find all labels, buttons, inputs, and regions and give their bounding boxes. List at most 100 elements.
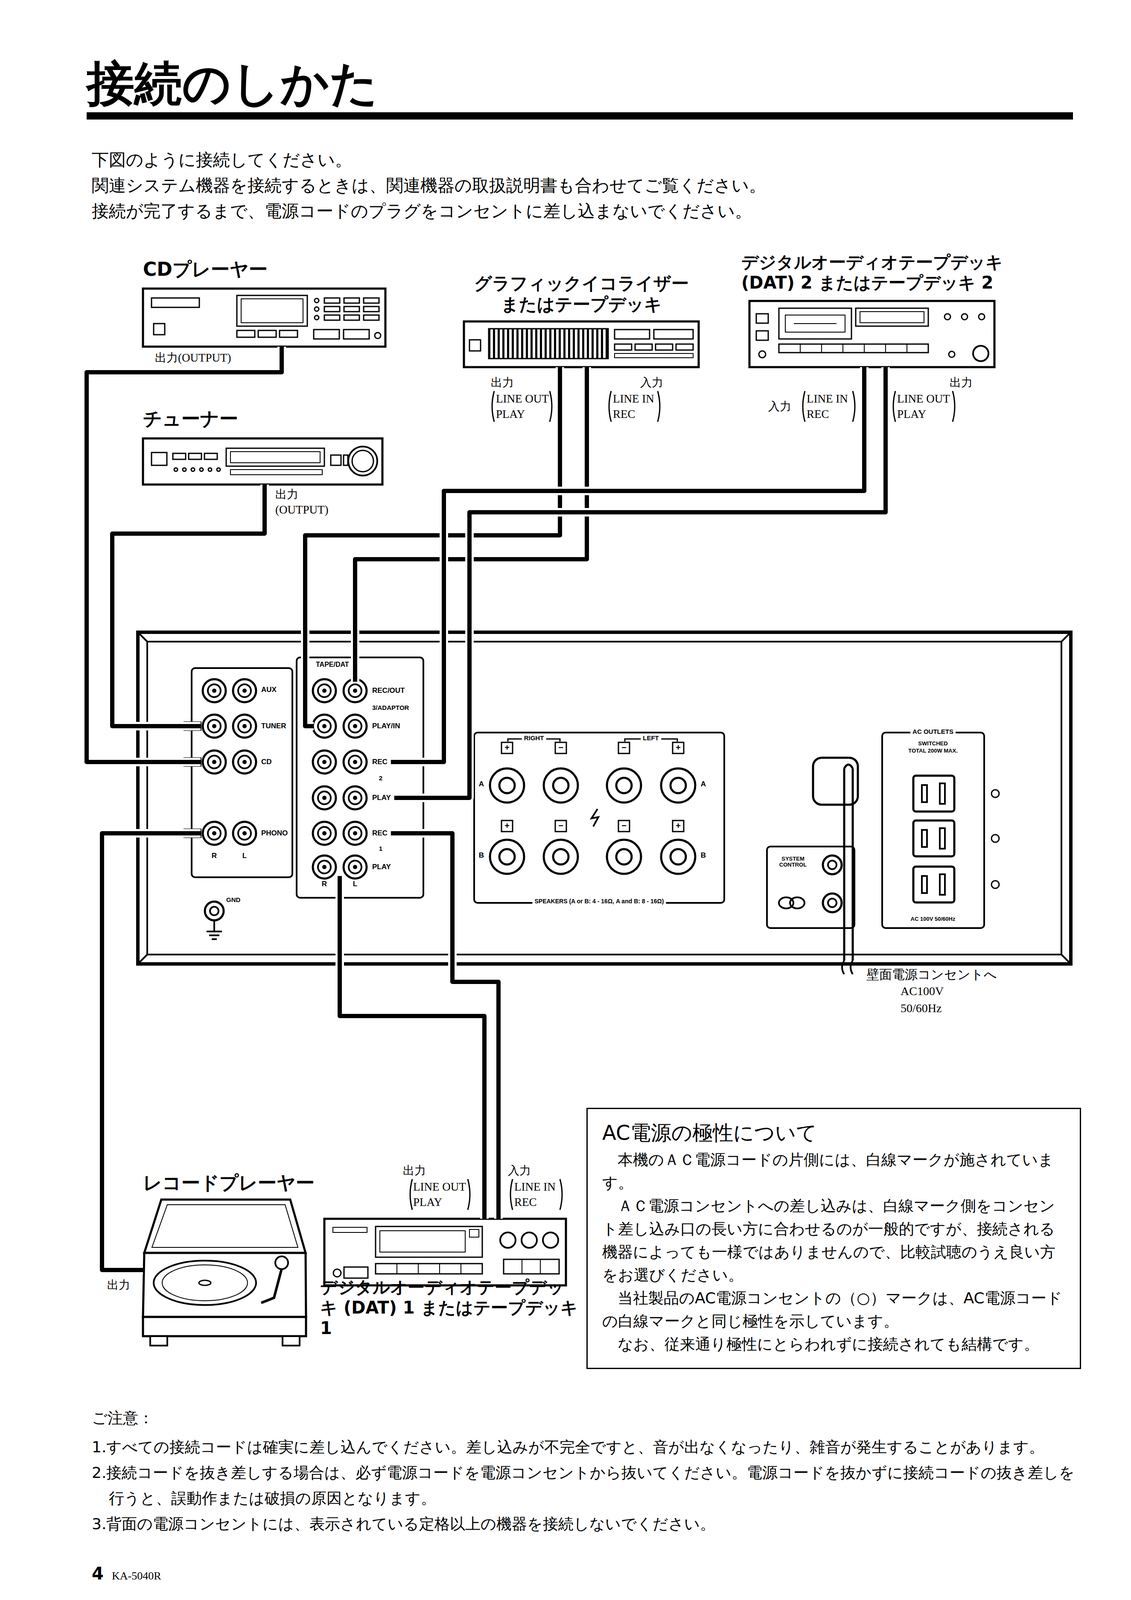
dat2-drawing-part xyxy=(961,313,968,320)
cable xyxy=(390,367,865,762)
jack-label: TUNER xyxy=(200,717,290,735)
annotation: REC xyxy=(806,407,830,421)
dat1-drawing xyxy=(324,1218,566,1286)
dat2-drawing-part xyxy=(978,313,985,320)
caution-note: 2.接続コードを抜き差しする場合は、必ず電源コードを電源コンセントから抜いてくだ… xyxy=(91,1459,1082,1511)
dat2-drawing-part xyxy=(855,308,929,327)
record-player-drawing-part xyxy=(162,1264,248,1301)
annotation: LINE OUT xyxy=(413,1179,467,1194)
panel-marking: A xyxy=(478,780,484,789)
panel-marking: B xyxy=(478,851,484,860)
annotation: KA-5040R xyxy=(111,1568,162,1583)
cable-line xyxy=(390,367,865,762)
annotation: PLAY xyxy=(413,1195,443,1209)
panel-marking: 1 xyxy=(378,845,383,853)
dat2-drawing-part xyxy=(756,313,769,324)
amplifier-rear-panel-part xyxy=(827,860,837,869)
cd-player-drawing-part xyxy=(258,330,277,338)
panel-marking: + xyxy=(675,820,681,831)
equalizer-drawing-part xyxy=(635,343,653,350)
device-name: CDプレーヤー xyxy=(142,258,387,281)
amplifier-rear-panel-part xyxy=(991,880,1000,889)
amplifier-rear-panel-part xyxy=(233,750,257,774)
cd-player-drawing-part xyxy=(324,314,340,321)
bracket-marks-part xyxy=(510,1178,563,1210)
jack-label: REC xyxy=(313,752,391,771)
amplifier-rear-panel-part xyxy=(822,855,842,875)
equalizer-drawing-part xyxy=(488,328,609,359)
amplifier-rear-panel-part xyxy=(312,679,336,703)
amplifier-rear-panel-part xyxy=(489,839,525,874)
annotation: 壁面電源コンセントへ xyxy=(866,966,997,983)
device: レコードプレーヤー xyxy=(142,1171,318,1348)
amplifier-rear-panel-part xyxy=(202,679,226,703)
cd-player-drawing-part xyxy=(236,295,308,327)
panel-marking: − xyxy=(621,742,627,753)
device-name: デジタルオーディオテープデッキ (DAT) 2 またはテープデッキ 2 xyxy=(741,251,1006,293)
amplifier-rear-panel-part xyxy=(312,821,336,845)
annotation: 出力 xyxy=(949,375,973,390)
tuner-drawing-part xyxy=(208,467,212,472)
dat1-drawing-part xyxy=(521,1259,541,1274)
panel-marking: GND xyxy=(226,896,241,904)
amplifier-rear-panel-part xyxy=(591,808,599,827)
equalizer-drawing xyxy=(463,321,699,368)
amplifier-rear-panel-part xyxy=(555,820,567,832)
amplifier-rear-panel-part xyxy=(474,732,725,903)
record-player-drawing-part xyxy=(275,1256,289,1269)
tuner-drawing-part xyxy=(174,467,178,472)
annotation: 出力 xyxy=(107,1277,131,1292)
amplifier-rear-panel-part xyxy=(202,821,226,845)
cd-player-drawing-part xyxy=(374,332,381,339)
jack-name: PLAY/IN xyxy=(372,721,401,730)
dat1-drawing-part xyxy=(469,1229,479,1237)
cable-outline xyxy=(305,367,560,726)
amplifier-rear-panel-part xyxy=(204,901,224,921)
tuner-drawing xyxy=(142,438,383,485)
amplifier-rear-panel-part xyxy=(191,667,293,878)
bracket-marks-part xyxy=(609,390,660,422)
amplifier-rear-panel-part xyxy=(991,834,1000,843)
jack-name: REC xyxy=(372,757,388,766)
tuner-drawing-part xyxy=(182,467,187,472)
cd-player-drawing-part xyxy=(313,329,340,339)
amplifier-rear-panel-part xyxy=(233,679,257,703)
amplifier-rear-panel-part xyxy=(343,679,367,703)
annotation: PLAY xyxy=(495,407,525,421)
cd-player-drawing-part xyxy=(363,314,379,321)
amplifier-rear-panel-part xyxy=(661,768,696,803)
equalizer-drawing-part xyxy=(614,329,650,339)
amplifier-rear-panel-part xyxy=(606,839,642,874)
note-text: 当社製品のAC電源コンセントの（○）マークは、AC電源コードの白線マークと同じ極… xyxy=(602,1286,1066,1333)
tuner-drawing-part xyxy=(352,450,374,472)
dat1-drawing-part xyxy=(332,1227,368,1233)
dat2-drawing-part xyxy=(793,323,837,324)
cable-outline xyxy=(390,367,865,762)
annotation: 出力(OUTPUT) xyxy=(154,350,231,365)
amplifier-rear-panel-part xyxy=(606,768,642,803)
record-player-drawing-part xyxy=(151,1204,298,1248)
cd-player-drawing-part xyxy=(314,315,319,320)
amplifier-rear-panel-part xyxy=(991,789,1000,798)
annotation: 出力 xyxy=(490,375,514,390)
cable-outline xyxy=(394,367,886,798)
amplifier-rear-panel-part xyxy=(766,846,855,928)
equalizer-drawing-part xyxy=(653,329,694,339)
amplifier-rear-panel-part xyxy=(343,821,367,845)
panel-marking: R xyxy=(321,880,327,889)
equalizer-drawing-part xyxy=(676,343,694,350)
panel-marking: SWITCHED xyxy=(918,740,948,747)
cd-player-drawing-part xyxy=(151,297,200,308)
dat2-drawing-part xyxy=(948,351,955,358)
cd-player-drawing-part xyxy=(142,288,386,347)
annotation: 出力 xyxy=(275,487,299,502)
cable-outline xyxy=(112,484,265,726)
amplifier-rear-panel-part xyxy=(913,866,955,903)
amplifier-rear-panel-part xyxy=(209,906,219,916)
amplifier-rear-panel-part xyxy=(672,820,684,832)
bracket-marks-part xyxy=(492,390,552,422)
cd-player-drawing-part xyxy=(314,298,319,303)
annotation: AC100V xyxy=(900,983,944,999)
